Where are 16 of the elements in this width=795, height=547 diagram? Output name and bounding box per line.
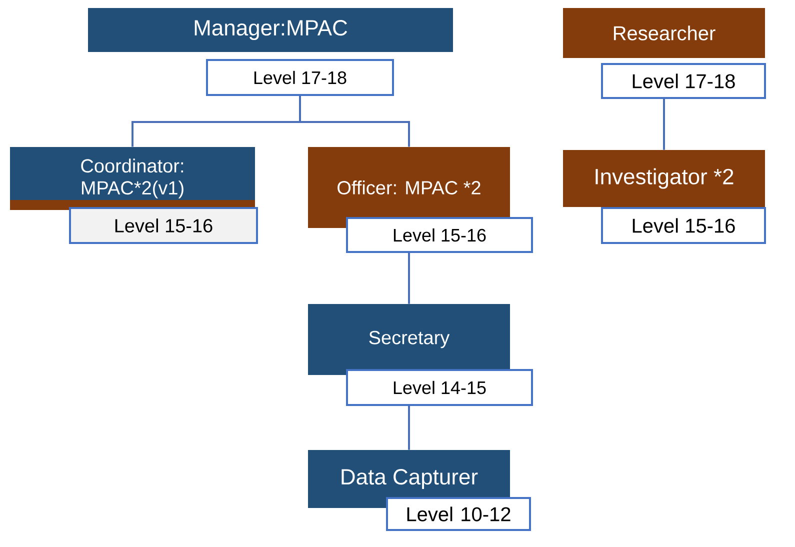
connector-line	[408, 406, 410, 450]
role-box: Manager:MPAC	[88, 8, 453, 52]
level-box: Level 14-15	[346, 369, 533, 406]
level-box: Level 10-12	[386, 497, 531, 531]
level-box: Level 17-18	[206, 59, 394, 96]
connector-line	[299, 96, 410, 147]
role-box: Secretary	[308, 304, 510, 375]
connector-line	[663, 99, 665, 150]
role-box: Investigator *2	[563, 150, 765, 207]
level-box: Level 15-16	[601, 207, 766, 244]
level-box: Level 17-18	[601, 63, 766, 99]
role-box: Coordinator: MPAC*2(v1)	[10, 147, 255, 210]
level-box: Level 15-16	[346, 217, 533, 253]
connector-line	[408, 253, 410, 304]
level-box: Level 15-16	[69, 207, 258, 244]
role-box: Researcher	[563, 8, 765, 58]
